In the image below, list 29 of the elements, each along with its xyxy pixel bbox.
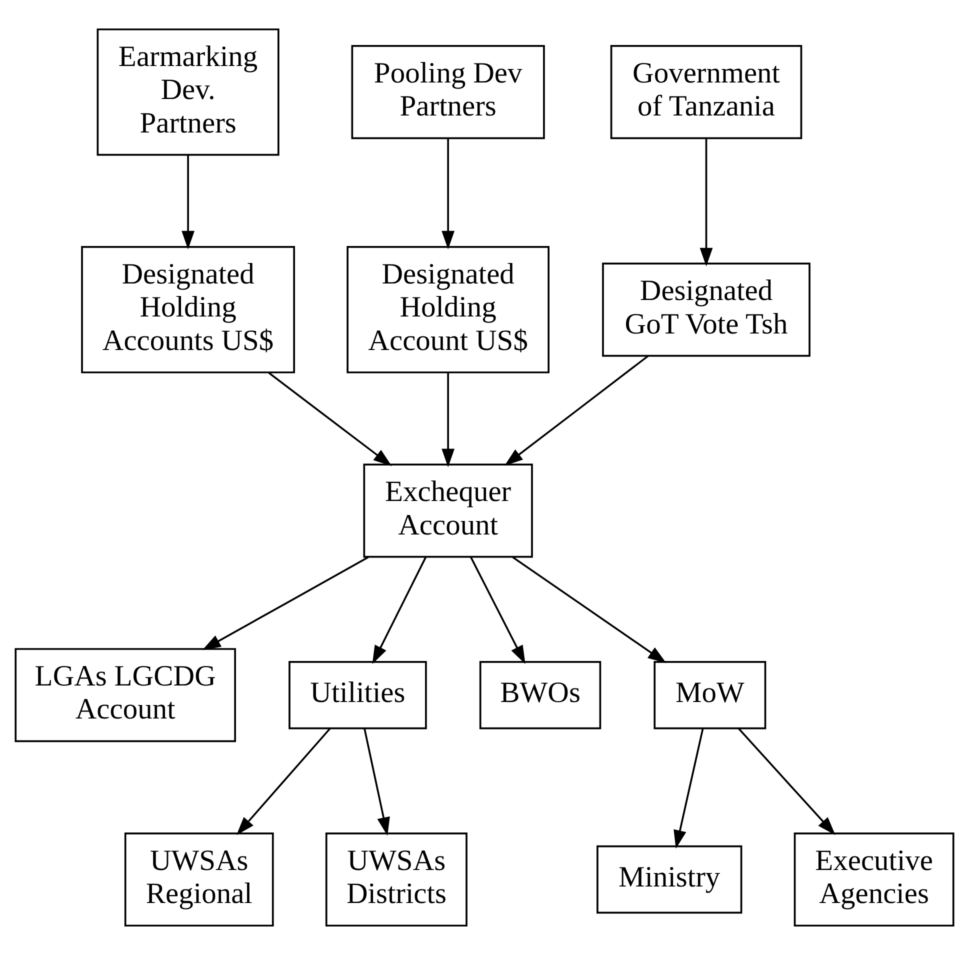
arrow — [470, 556, 526, 664]
node-box: Government of Tanzania — [610, 44, 802, 139]
arrow — [268, 372, 392, 466]
arrow — [674, 728, 704, 848]
node-box: UWSAs Districts — [325, 832, 468, 926]
node-box: BWOs — [479, 660, 602, 729]
arrow — [364, 728, 390, 836]
node-box: Ministry — [596, 844, 742, 914]
node-box: Executive Agencies — [794, 832, 954, 926]
node-box: Designated GoT Vote Tsh — [602, 262, 810, 356]
arrow — [442, 138, 455, 249]
arrow — [442, 372, 455, 467]
node-box: Exchequer Account — [363, 463, 533, 558]
node-box: Pooling Dev Partners — [351, 44, 545, 139]
node-box: Designated Holding Accounts US$ — [81, 246, 296, 373]
arrow — [236, 727, 331, 835]
arrow — [182, 154, 195, 249]
arrow — [512, 556, 666, 663]
node-box: Utilities — [288, 660, 427, 729]
arrow — [504, 354, 649, 466]
node-box: LGAs LGCDG Account — [14, 648, 236, 742]
arrow — [202, 556, 369, 650]
arrow — [738, 727, 836, 835]
node-box: Designated Holding Account US$ — [346, 246, 550, 373]
arrow — [372, 556, 427, 664]
node-box: Earmarking Dev. Partners — [96, 28, 280, 156]
node-box: UWSAs Regional — [124, 832, 274, 926]
arrow — [700, 138, 713, 266]
node-box: MoW — [654, 660, 766, 729]
